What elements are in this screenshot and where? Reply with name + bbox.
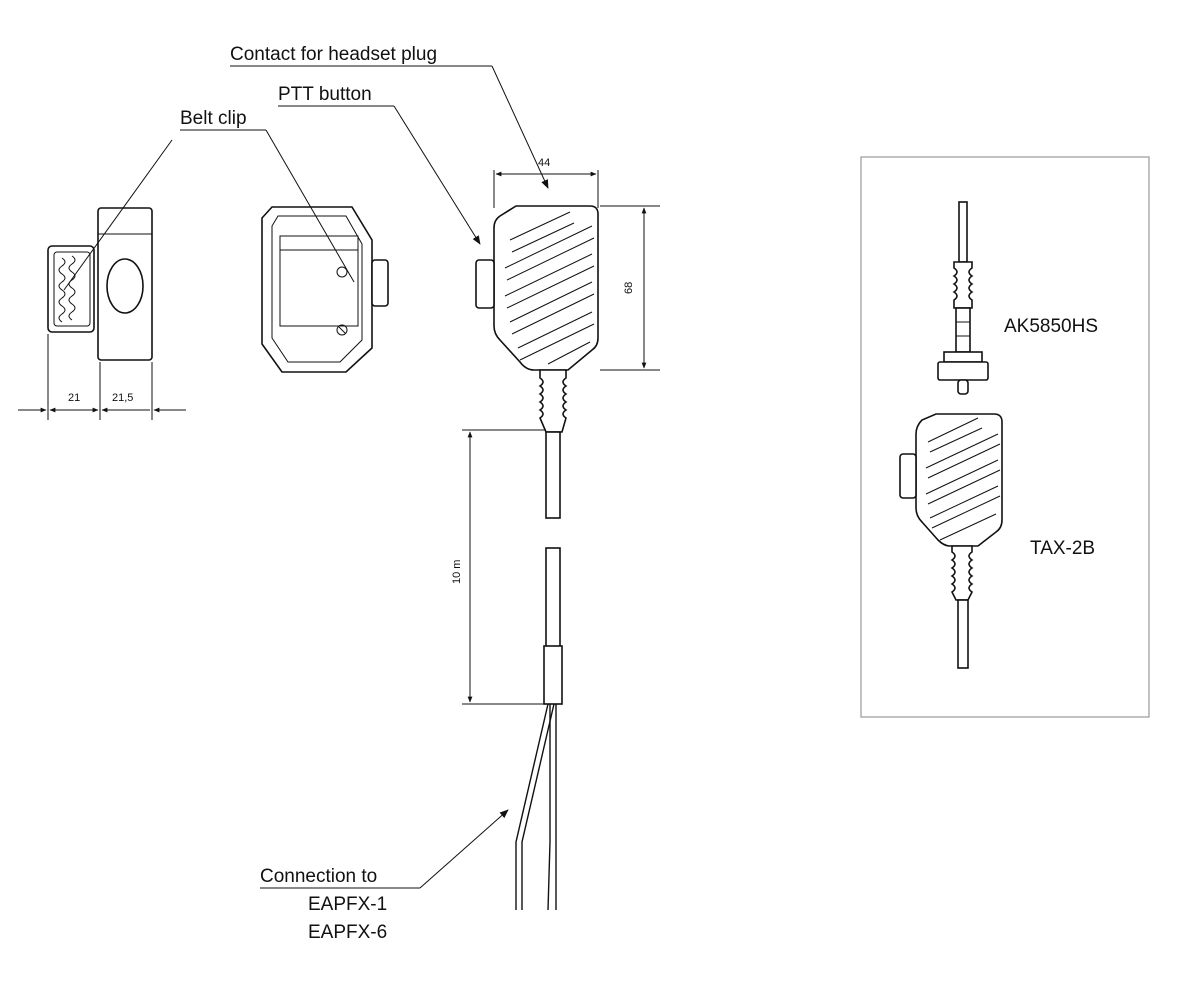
inset-plug-label: AK5850HS — [1004, 316, 1098, 337]
inset-plug-drawing — [937, 201, 989, 395]
leader-contact-headset — [230, 65, 549, 189]
dim-body-depth: 21,5 — [112, 392, 133, 404]
label-ptt-button: PTT button — [278, 84, 372, 105]
label-belt-clip: Belt clip — [180, 108, 247, 129]
inset-speaker-label: TAX-2B — [1030, 538, 1095, 559]
label-connection-eapfx6: EAPFX-6 — [308, 922, 387, 943]
side-view — [18, 207, 186, 420]
label-connection-to: Connection to — [260, 866, 377, 887]
dim-lines-68 — [600, 205, 660, 371]
dim-cable-length: 10 m — [451, 560, 463, 584]
label-contact-headset-plug: Contact for headset plug — [230, 44, 437, 65]
dim-height: 68 — [623, 282, 635, 294]
inset-panel — [860, 156, 1150, 718]
leader-belt-clip — [63, 129, 355, 291]
dim-lines-cable — [462, 429, 546, 705]
leader-ptt — [278, 105, 481, 245]
dim-clip-depth: 21 — [68, 392, 80, 404]
dim-lines-44 — [493, 170, 599, 208]
label-connection-eapfx1: EAPFX-1 — [308, 894, 387, 915]
back-view — [261, 206, 389, 373]
inset-speaker-drawing — [899, 413, 1003, 669]
front-view-speaker — [475, 205, 599, 911]
leader-connection — [260, 809, 509, 889]
dim-width: 44 — [538, 157, 550, 169]
